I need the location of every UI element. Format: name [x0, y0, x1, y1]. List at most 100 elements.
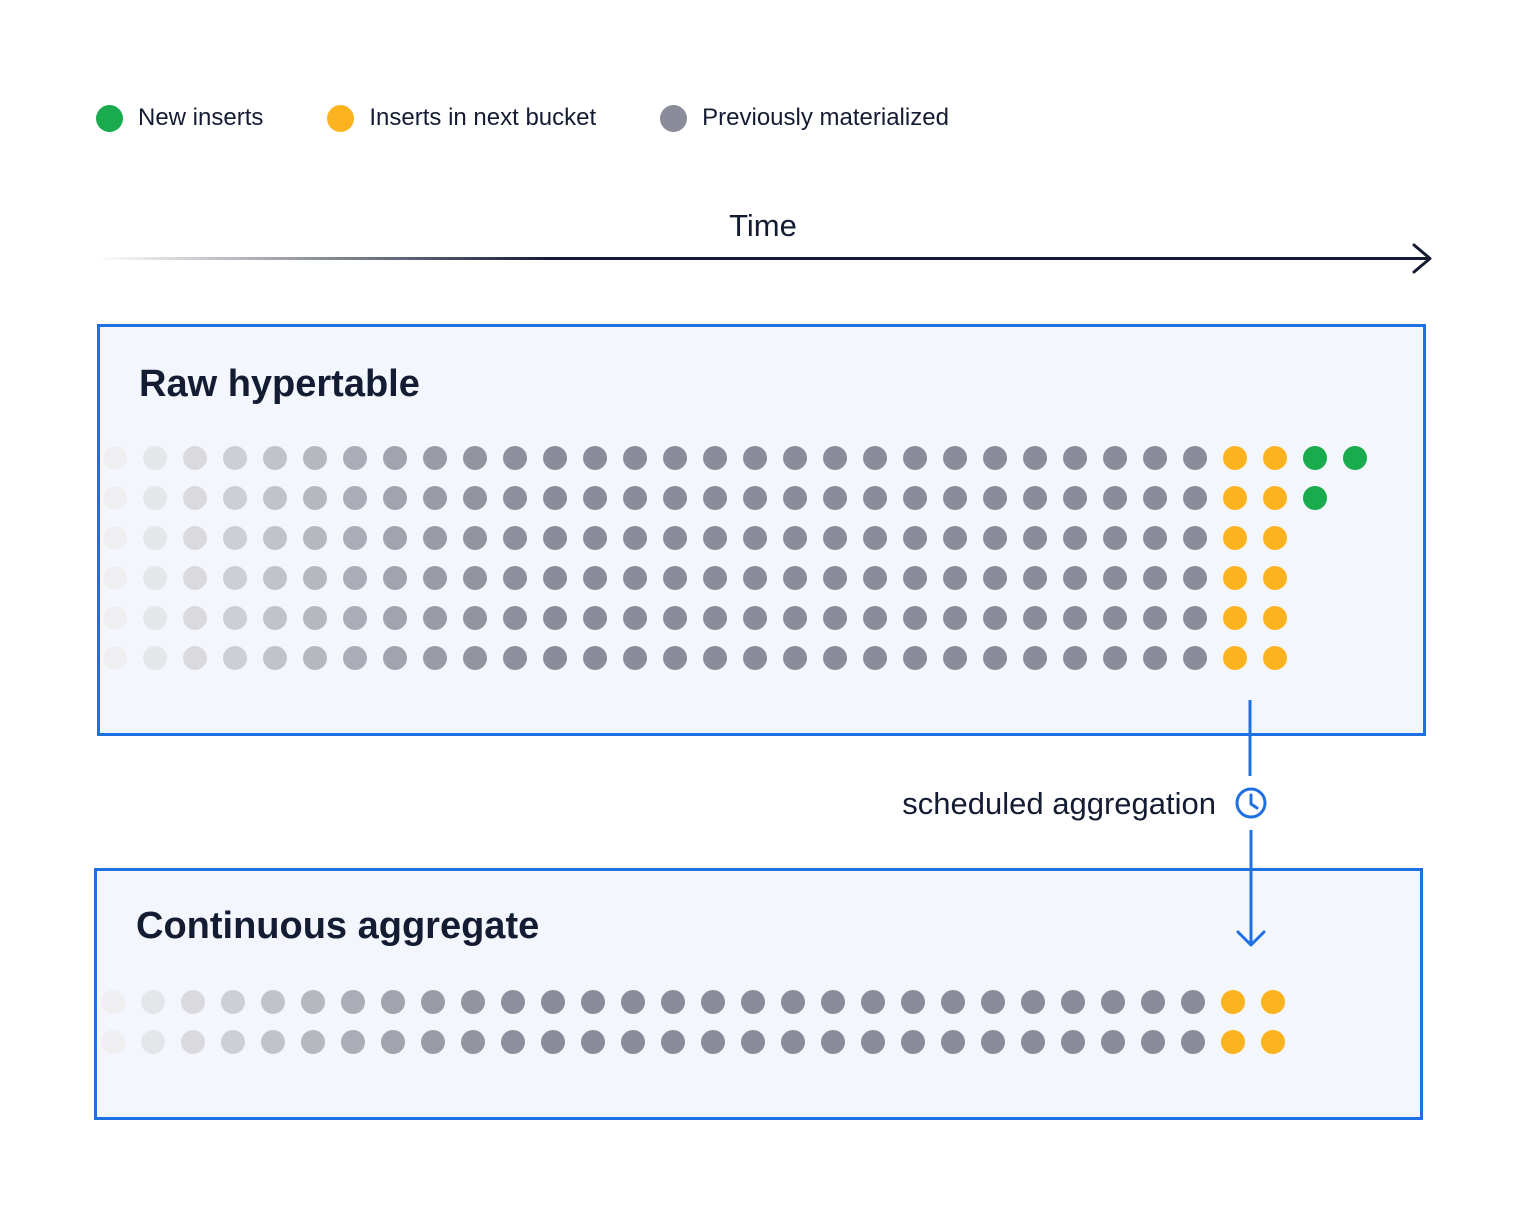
raw-materialized-dot [823, 486, 847, 510]
raw-materialized-dot [343, 566, 367, 590]
raw-materialized-dot [343, 446, 367, 470]
raw-materialized-dot [863, 606, 887, 630]
continuous-aggregate-title: Continuous aggregate [136, 905, 540, 947]
legend-label-new-inserts: New inserts [138, 104, 264, 131]
raw-materialized-dot [303, 446, 327, 470]
raw-materialized-dot [863, 446, 887, 470]
raw-materialized-dot [783, 446, 807, 470]
raw-materialized-dot [1143, 566, 1167, 590]
new-inserts-swatch [96, 104, 123, 132]
raw-materialized-dot [183, 486, 207, 510]
raw-materialized-dot [583, 486, 607, 510]
raw-materialized-dot [543, 606, 567, 630]
cagg-materialized-dot [341, 990, 365, 1014]
raw-materialized-dot [183, 526, 207, 550]
raw-materialized-dot [343, 606, 367, 630]
cagg-materialized-dot [381, 990, 405, 1014]
raw-materialized-dot [823, 446, 847, 470]
cagg-materialized-dot [701, 990, 725, 1014]
raw-next-bucket-dot [1223, 526, 1247, 550]
cagg-materialized-dot [941, 1030, 965, 1054]
raw-materialized-dot [623, 646, 647, 670]
raw-materialized-dot [1143, 486, 1167, 510]
raw-materialized-dot [943, 486, 967, 510]
raw-materialized-dot [663, 486, 687, 510]
cagg-materialized-dot [101, 1030, 125, 1054]
cagg-materialized-dot [741, 990, 765, 1014]
raw-materialized-dot [943, 446, 967, 470]
raw-materialized-dot [1183, 446, 1207, 470]
raw-materialized-dot [103, 606, 127, 630]
cagg-materialized-dot [741, 1030, 765, 1054]
cagg-materialized-dot [701, 1030, 725, 1054]
raw-materialized-dot [663, 646, 687, 670]
raw-materialized-dot [423, 566, 447, 590]
raw-materialized-dot [663, 606, 687, 630]
raw-materialized-dot [343, 486, 367, 510]
raw-materialized-dot [623, 526, 647, 550]
raw-materialized-dot [503, 486, 527, 510]
time-arrow-icon [96, 243, 1432, 274]
raw-materialized-dot [983, 646, 1007, 670]
raw-materialized-dot [143, 486, 167, 510]
raw-materialized-dot [623, 606, 647, 630]
cagg-materialized-dot [1021, 990, 1045, 1014]
raw-materialized-dot [503, 446, 527, 470]
cagg-materialized-dot [901, 1030, 925, 1054]
raw-materialized-dot [383, 646, 407, 670]
raw-materialized-dot [743, 446, 767, 470]
cagg-materialized-dot [461, 1030, 485, 1054]
raw-materialized-dot [1063, 486, 1087, 510]
raw-materialized-dot [983, 606, 1007, 630]
raw-materialized-dot [1183, 606, 1207, 630]
raw-materialized-dot [903, 566, 927, 590]
raw-materialized-dot [743, 566, 767, 590]
raw-next-bucket-dot [1263, 606, 1287, 630]
cagg-materialized-dot [621, 990, 645, 1014]
raw-materialized-dot [143, 606, 167, 630]
raw-materialized-dot [543, 446, 567, 470]
cagg-materialized-dot [541, 1030, 565, 1054]
raw-materialized-dot [1063, 646, 1087, 670]
raw-materialized-dot [663, 446, 687, 470]
cagg-materialized-dot [821, 990, 845, 1014]
cagg-next-bucket-dot [1261, 990, 1285, 1014]
raw-materialized-dot [1023, 566, 1047, 590]
cagg-materialized-dot [461, 990, 485, 1014]
raw-materialized-dot [903, 526, 927, 550]
raw-materialized-dot [903, 646, 927, 670]
legend-label-next-bucket: Inserts in next bucket [369, 104, 597, 131]
raw-materialized-dot [983, 566, 1007, 590]
raw-materialized-dot [223, 486, 247, 510]
raw-materialized-dot [263, 486, 287, 510]
cagg-materialized-dot [781, 990, 805, 1014]
raw-materialized-dot [1183, 566, 1207, 590]
raw-materialized-dot [583, 526, 607, 550]
raw-materialized-dot [303, 566, 327, 590]
cagg-materialized-dot [661, 990, 685, 1014]
raw-materialized-dot [463, 646, 487, 670]
raw-materialized-dot [823, 646, 847, 670]
cagg-materialized-dot [1141, 1030, 1165, 1054]
raw-materialized-dot [1063, 566, 1087, 590]
cagg-materialized-dot [1061, 990, 1085, 1014]
legend-label-materialized: Previously materialized [702, 104, 949, 131]
raw-materialized-dot [983, 526, 1007, 550]
cagg-materialized-dot [1101, 990, 1125, 1014]
cagg-materialized-dot [901, 990, 925, 1014]
raw-materialized-dot [503, 646, 527, 670]
cagg-materialized-dot [581, 1030, 605, 1054]
raw-materialized-dot [423, 606, 447, 630]
cagg-materialized-dot [861, 1030, 885, 1054]
raw-materialized-dot [1023, 646, 1047, 670]
raw-materialized-dot [223, 526, 247, 550]
raw-materialized-dot [1023, 486, 1047, 510]
raw-materialized-dot [903, 486, 927, 510]
raw-materialized-dot [1143, 646, 1167, 670]
raw-materialized-dot [783, 606, 807, 630]
raw-materialized-dot [783, 646, 807, 670]
cagg-next-bucket-dot [1221, 990, 1245, 1014]
cagg-materialized-dot [261, 990, 285, 1014]
raw-materialized-dot [303, 646, 327, 670]
raw-materialized-dot [1143, 606, 1167, 630]
